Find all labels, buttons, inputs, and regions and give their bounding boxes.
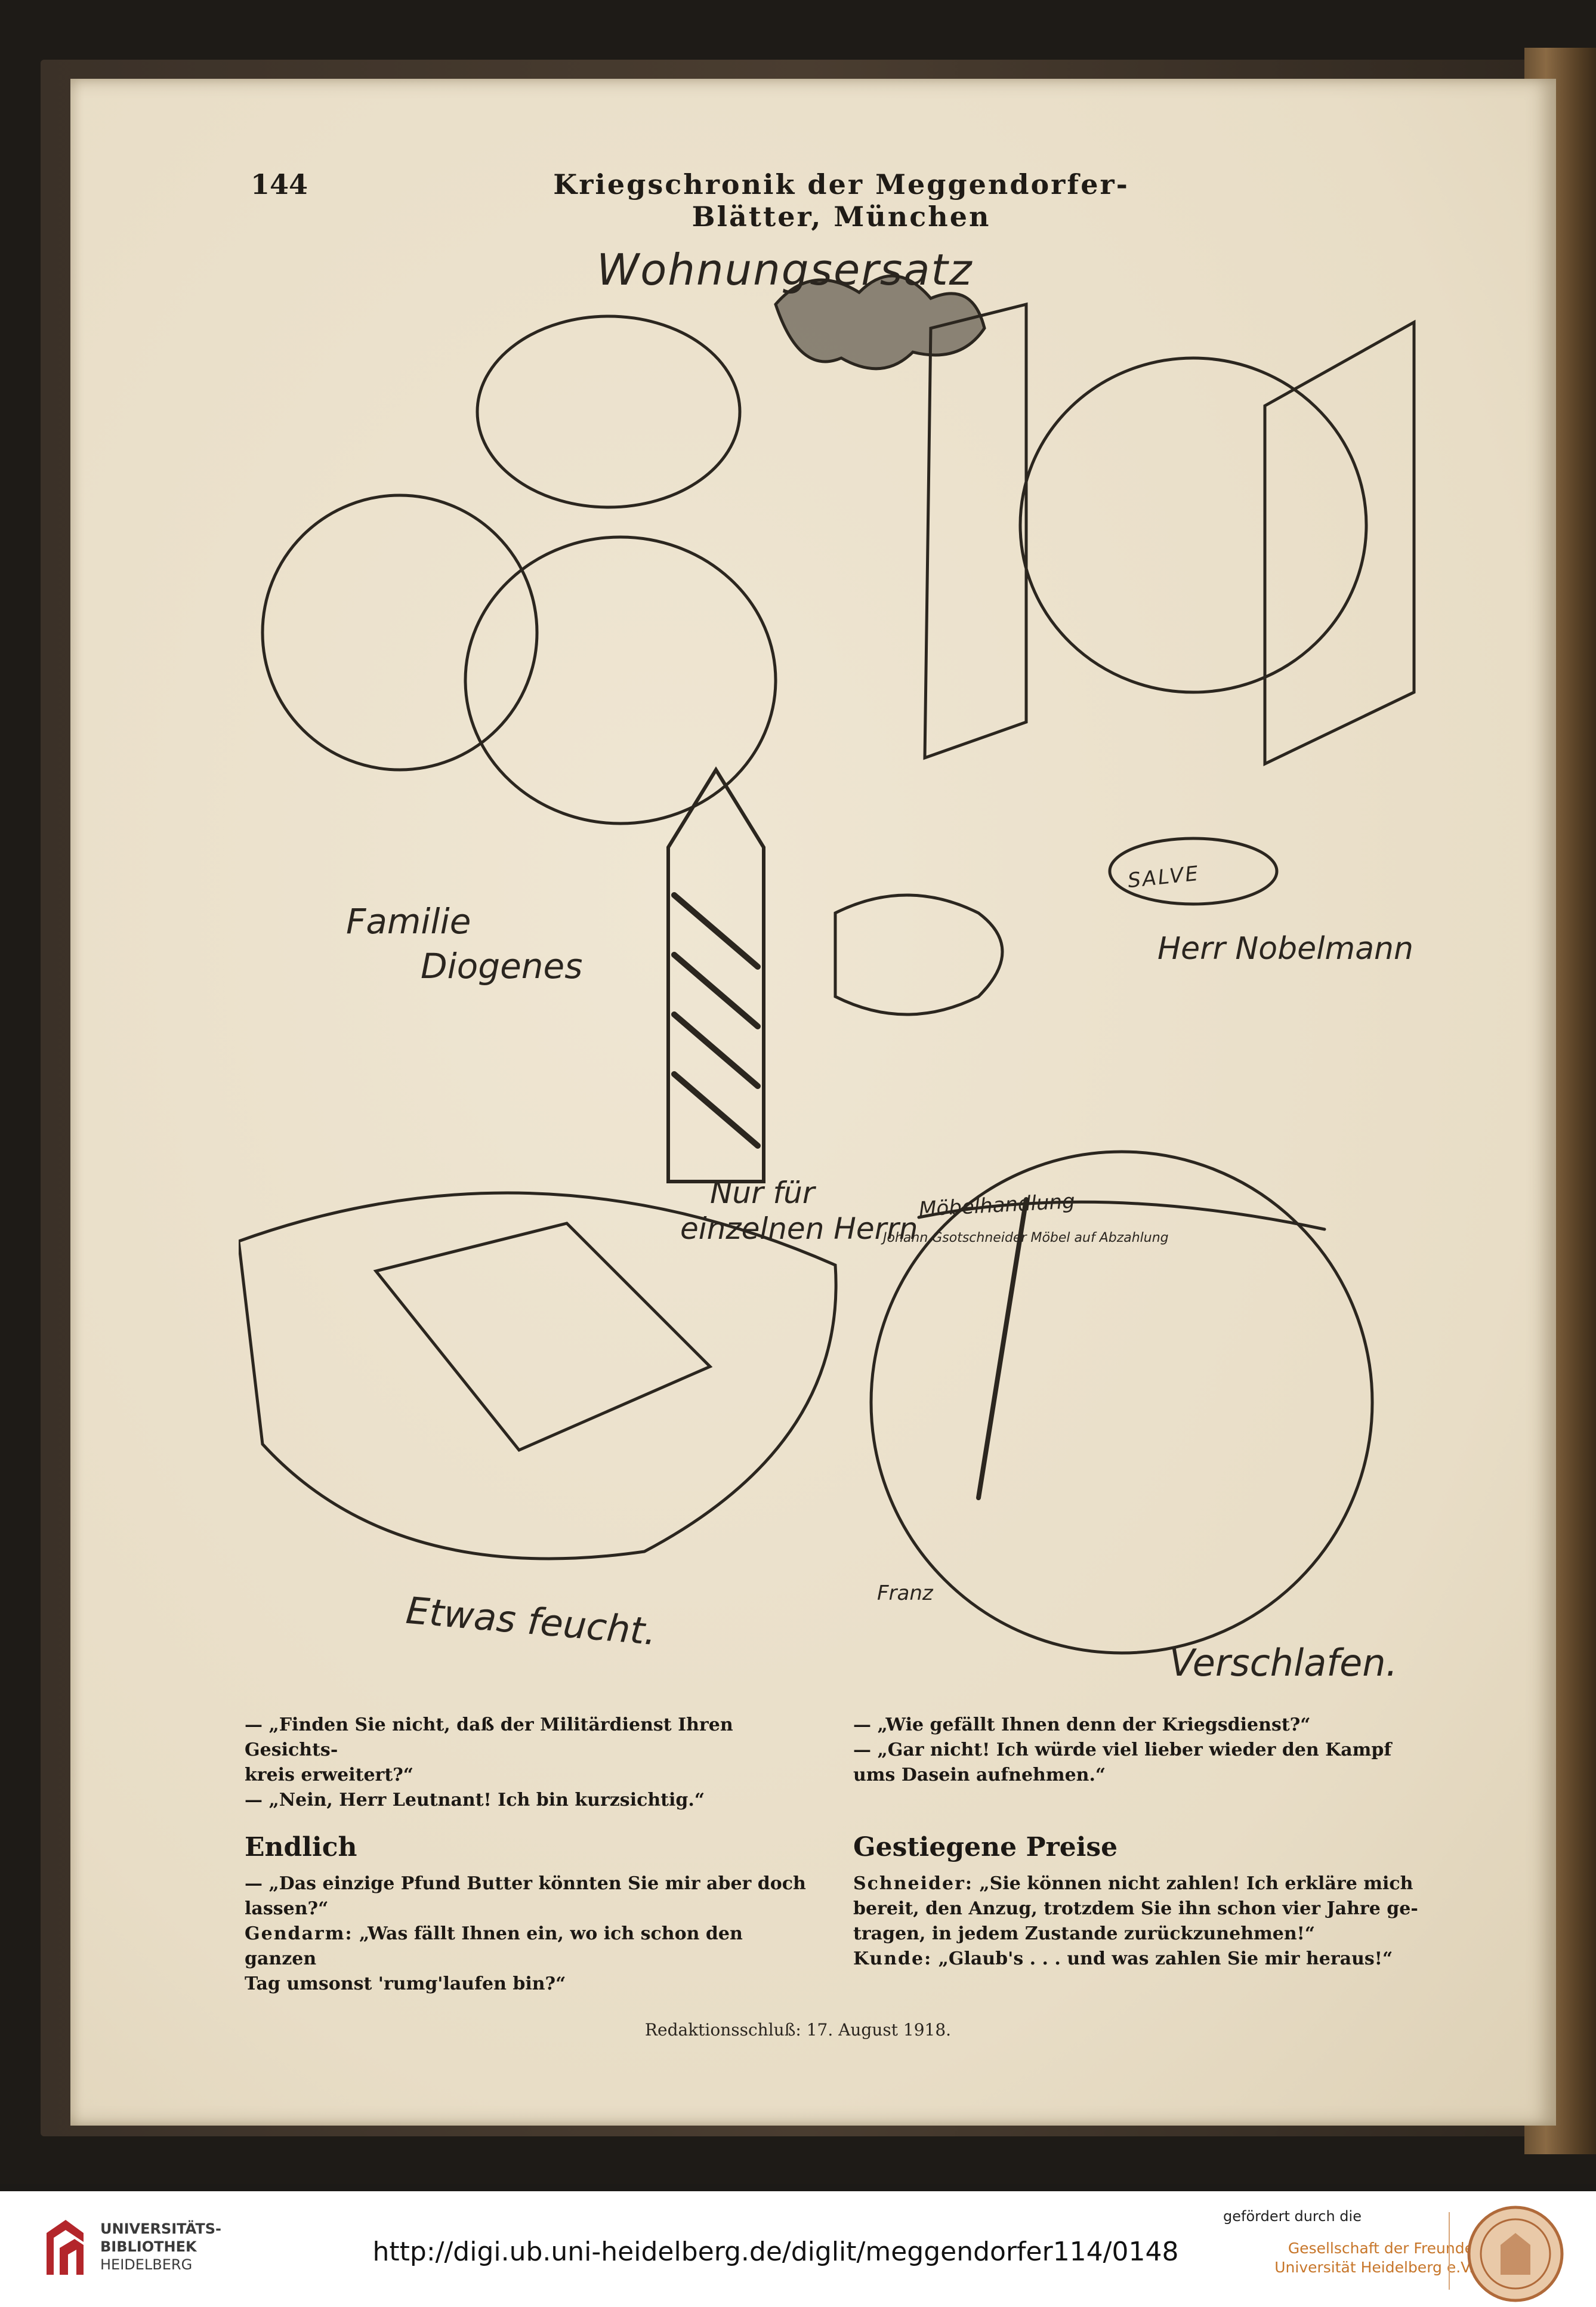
pole xyxy=(976,1197,1029,1500)
section-heading: Gestiegene Preise xyxy=(853,1832,1118,1862)
section-line: Tag umsonst 'rumg'laufen bin?“ xyxy=(245,1973,566,1994)
speaker: Kunde: xyxy=(853,1948,933,1969)
editorial-deadline: Redaktionsschluß: 17. August 1918. xyxy=(644,2020,952,2040)
sponsor-line: Gesellschaft der Freunde xyxy=(1288,2240,1474,2257)
cartoon-drawing xyxy=(237,274,1416,1655)
sponsor-intro: gefördert durch die xyxy=(1223,2208,1362,2225)
library-name: UNIVERSITÄTS- BIBLIOTHEK HEIDELBERG xyxy=(100,2220,221,2274)
tree-foliage xyxy=(774,274,986,371)
sentry-box xyxy=(666,766,765,1183)
circle-shop xyxy=(869,1150,1374,1655)
section-line: Gendarm: „Was fällt Ihnen ein, wo ich sc… xyxy=(245,1922,811,1972)
oval-cupid xyxy=(476,314,742,509)
permalink-url[interactable]: http://digi.ub.uni-heidelberg.de/diglit/… xyxy=(372,2237,1179,2267)
doormat xyxy=(1108,837,1279,906)
label-nur-fuer: Nur für xyxy=(710,1176,815,1210)
shop-sign-arc xyxy=(917,1200,1326,1231)
oval-barrel xyxy=(464,535,777,825)
section-line: bereit, den Anzug, trotzdem Sie ihn scho… xyxy=(853,1898,1418,1919)
library-name-line: BIBLIOTHEK xyxy=(100,2238,197,2255)
banner-divider xyxy=(1449,2212,1450,2290)
label-einzelnen-herrn: einzelnen Herrn xyxy=(680,1211,918,1246)
label-diogenes: Diogenes xyxy=(421,946,583,986)
sponsor-name: Gesellschaft der Freunde Universität Hei… xyxy=(1217,2239,1474,2277)
section-gestiegene-preise: Gestiegene Preise Schneider: „Sie können… xyxy=(853,1832,1426,1972)
library-name-line: HEIDELBERG xyxy=(100,2256,193,2273)
label-familie: Familie xyxy=(346,901,471,942)
label-herr-nobelmann: Herr Nobelmann xyxy=(1157,931,1413,967)
page-number: 144 xyxy=(251,168,308,201)
label-verschlafen: Verschlafen. xyxy=(1169,1641,1398,1685)
placard-text: Johann Gsotschneider Möbel auf Abzahlung xyxy=(883,1230,1169,1245)
section-line: — „Das einzige Pfund Butter könnten Sie … xyxy=(245,1873,806,1894)
joke-left: — „Finden Sie nicht, daß der Militärdien… xyxy=(245,1713,811,1813)
running-head: Kriegschronik der Meggendorfer-Blätter, … xyxy=(553,168,1129,233)
oval-boat xyxy=(237,1191,838,1560)
joke-left-line: — „Finden Sie nicht, daß der Militärdien… xyxy=(245,1714,733,1760)
section-line: tragen, in jedem Zustande zurückzunehmen… xyxy=(853,1923,1316,1944)
door-left xyxy=(923,302,1028,760)
ub-logo-icon xyxy=(47,2220,84,2275)
joke-right-line: — „Gar nicht! Ich würde viel lieber wied… xyxy=(853,1739,1392,1760)
speech: „Sie können nicht zahlen! Ich erkläre mi… xyxy=(973,1873,1413,1894)
library-name-line: UNIVERSITÄTS- xyxy=(100,2220,222,2237)
lounging-figure xyxy=(833,893,1004,1016)
sentry-stripes xyxy=(671,892,761,1149)
section-endlich: Endlich — „Das einzige Pfund Butter könn… xyxy=(245,1832,811,1997)
speech: „Glaub's . . . und was zahlen Sie mir he… xyxy=(932,1948,1393,1969)
joke-right: — „Wie gefällt Ihnen denn der Kriegsdien… xyxy=(853,1713,1426,1788)
sponsor-line: Universität Heidelberg e.V. xyxy=(1274,2259,1474,2276)
joke-right-line: ums Dasein aufnehmen.“ xyxy=(853,1765,1106,1785)
scan-background: 144 Kriegschronik der Meggendorfer-Blätt… xyxy=(41,48,1596,2154)
magazine-page xyxy=(70,79,1556,2126)
door-right xyxy=(1263,319,1416,766)
speech: „Was fällt Ihnen ein, wo ich schon den g… xyxy=(245,1923,743,1969)
university-seal-icon xyxy=(1467,2206,1564,2302)
oval-bed xyxy=(1018,356,1368,694)
speaker: Schneider: xyxy=(853,1873,973,1894)
joke-right-line: — „Wie gefällt Ihnen denn der Kriegsdien… xyxy=(853,1714,1311,1735)
cartoon-illustration: Wohnungsersatz Familie Diogenes Herr Nob… xyxy=(237,227,1426,1685)
library-banner: UNIVERSITÄTS- BIBLIOTHEK HEIDELBERG http… xyxy=(0,2191,1596,2307)
stove-box xyxy=(373,1222,713,1452)
section-line: Schneider: „Sie können nicht zahlen! Ich… xyxy=(853,1871,1426,1896)
joke-left-line: kreis erweitert?“ xyxy=(245,1765,414,1785)
artist-signature: Franz xyxy=(877,1581,933,1605)
section-line: lassen?“ xyxy=(245,1898,329,1919)
section-heading: Endlich xyxy=(245,1832,357,1862)
cartoon-title: Wohnungsersatz xyxy=(597,245,973,295)
speaker: Gendarm: xyxy=(245,1923,353,1944)
joke-left-line: — „Nein, Herr Leutnant! Ich bin kurzsich… xyxy=(245,1790,705,1811)
section-line: Kunde: „Glaub's . . . und was zahlen Sie… xyxy=(853,1947,1426,1972)
oval-diogenes-left xyxy=(261,494,539,772)
